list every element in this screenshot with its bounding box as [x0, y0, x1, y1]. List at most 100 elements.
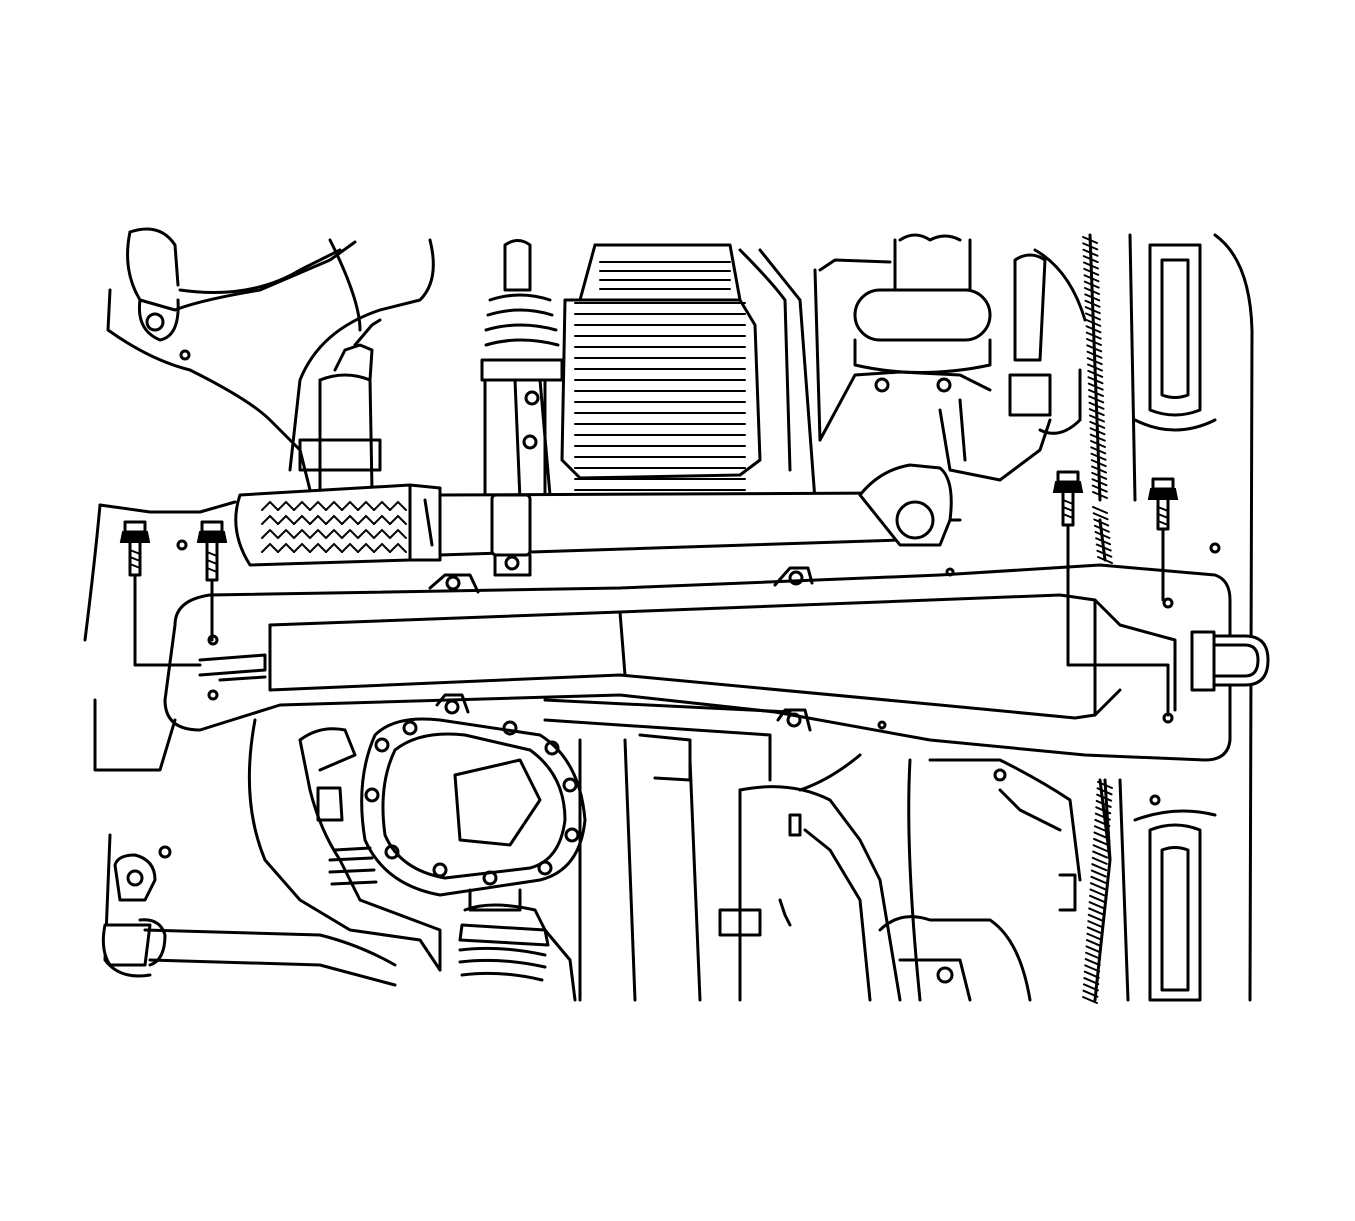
braid-chevron	[261, 500, 279, 511]
coil-wrap	[1090, 875, 1107, 884]
u-clamp-icon	[1190, 630, 1270, 692]
braid-chevron	[293, 514, 311, 525]
diff-cover-bolt	[482, 870, 498, 886]
coil-wrap	[1088, 389, 1104, 397]
coil-wrap	[1083, 261, 1099, 270]
left-exhaust-pipe-sensor	[298, 318, 382, 502]
braid-chevron	[309, 542, 327, 553]
braid-chevron	[389, 542, 407, 553]
braid-chevron	[357, 500, 375, 511]
coil-wrap	[1093, 837, 1110, 846]
lower-center-structure	[543, 698, 1082, 1002]
braid-chevron	[325, 514, 343, 525]
coil-wrap	[1086, 344, 1103, 353]
coil-wrap	[1093, 831, 1110, 840]
coil-wrap	[1091, 484, 1108, 493]
coil-wrap	[1086, 932, 1103, 941]
bolt-icon	[1052, 470, 1084, 527]
coil-wrap	[1085, 945, 1102, 954]
coil-wrap	[1089, 888, 1106, 897]
coil-wrap	[1082, 996, 1098, 1004]
braid-chevron	[373, 528, 391, 539]
braid-chevron	[293, 528, 311, 539]
coil-wrap	[1085, 951, 1102, 960]
coil-wrap	[1083, 274, 1100, 283]
coil-wrap	[1096, 793, 1113, 802]
coil-wrap	[1089, 427, 1106, 436]
coil-wrap	[1094, 818, 1111, 827]
coil-wrap	[1093, 524, 1110, 533]
coil-wrap	[1082, 989, 1099, 998]
braid-chevron	[261, 528, 279, 539]
coil-wrap	[1084, 287, 1100, 295]
leader-line-bolt-3	[1066, 523, 1170, 717]
coil-wrap	[1094, 812, 1111, 821]
diff-cover-bolt	[537, 860, 553, 876]
braid-chevron	[309, 500, 327, 511]
coil-wrap	[1087, 376, 1104, 385]
coil-wrap	[1089, 433, 1106, 442]
coil-wrap	[1082, 242, 1099, 251]
bolt-icon	[1147, 477, 1179, 531]
coil-wrap	[1087, 913, 1104, 922]
coil-wrap	[1096, 787, 1113, 796]
differential-cover	[360, 717, 587, 897]
coil-wrap	[1092, 491, 1108, 499]
coil-wrap	[1083, 267, 1100, 276]
mid-coil-wrap	[1092, 506, 1113, 564]
coil-wrap	[1085, 331, 1102, 340]
bolt-icon	[196, 520, 228, 582]
coil-wrap	[1086, 350, 1103, 359]
coil-wrap	[1095, 543, 1112, 552]
braid-chevron	[357, 514, 375, 525]
lower-coil-wire	[1103, 778, 1112, 862]
braid-chevron	[277, 500, 295, 511]
braid-chevron	[341, 514, 359, 525]
coil-wrap	[1083, 970, 1100, 979]
coil-wrap	[1082, 983, 1099, 992]
braid-chevron	[293, 542, 311, 553]
coil-wrap	[1090, 446, 1107, 455]
upper-coil-wrap	[1082, 236, 1108, 499]
coil-wrap	[1093, 825, 1110, 834]
diff-cover-bolt	[544, 740, 560, 756]
coil-wrap	[1091, 471, 1108, 480]
coil-wrap	[1089, 420, 1106, 429]
coil-wrap	[1088, 395, 1105, 404]
coil-wrap	[1092, 850, 1109, 859]
coil-wrap	[1084, 299, 1101, 308]
coil-wrap	[1091, 465, 1107, 474]
coil-wrap	[1091, 863, 1108, 872]
transmission-crossmember	[163, 563, 1232, 762]
diff-cover-bolt	[502, 720, 518, 736]
coil-wrap	[1087, 363, 1103, 372]
coil-wrap	[1095, 806, 1112, 815]
diff-cover-bolt	[364, 787, 380, 803]
braid-chevron	[277, 528, 295, 539]
coil-wrap	[1095, 537, 1112, 546]
coil-wrap	[1090, 459, 1107, 468]
coil-wrap	[1086, 926, 1103, 935]
braid-chevron	[309, 514, 327, 525]
coil-wrap	[1090, 869, 1107, 878]
coil-wrap	[1092, 506, 1108, 514]
braid-chevron	[261, 542, 279, 553]
braid-chevron	[373, 500, 391, 511]
braid-chevron	[325, 500, 343, 511]
braid-chevron	[389, 500, 407, 511]
coil-wrap	[1089, 882, 1106, 891]
lower-coil-wrap	[1082, 781, 1113, 1004]
braid-chevron	[341, 528, 359, 539]
braid-chevron	[277, 542, 295, 553]
coil-wrap	[1088, 907, 1105, 916]
bolt-icon	[119, 520, 151, 577]
braid-chevron	[373, 514, 391, 525]
coil-wrap	[1097, 556, 1113, 564]
braid-chevron	[357, 542, 375, 553]
braid-chevron	[341, 542, 359, 553]
braid-chevron	[325, 528, 343, 539]
transmission-pan	[560, 243, 817, 502]
coil-wrap	[1084, 964, 1101, 973]
coil-wrap	[1082, 236, 1098, 244]
coil-wrap	[1083, 280, 1100, 289]
